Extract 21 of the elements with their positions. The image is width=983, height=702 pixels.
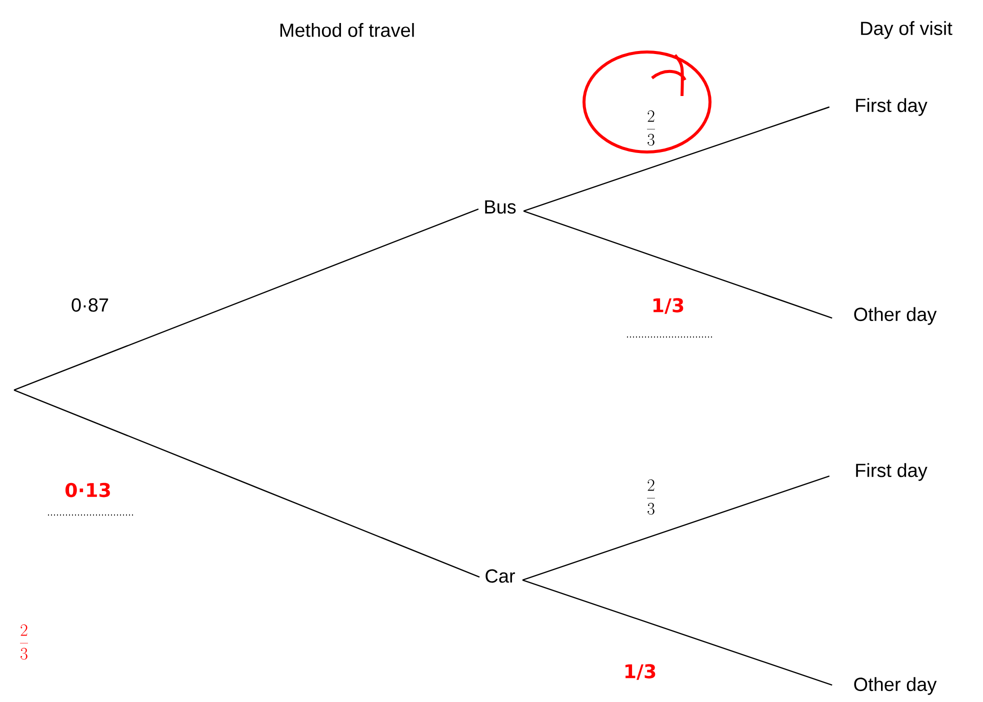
branch-label: Other day <box>854 677 937 695</box>
edge-label: 0·13 <box>65 482 110 498</box>
edge-label: $\frac{2}{3}$ <box>647 110 655 146</box>
handwritten-note: $\frac{2}{3}$ <box>20 624 28 660</box>
branch-label: Bus <box>485 200 516 214</box>
branch-line <box>522 475 830 581</box>
branch-line <box>522 579 832 686</box>
branch-label: First day <box>856 463 928 481</box>
branch-label: Car <box>486 569 515 583</box>
branch-line <box>14 389 480 578</box>
column-heading: Method of travel <box>280 23 414 37</box>
edge-label: 1/3 <box>653 298 684 314</box>
branch-line <box>523 106 830 212</box>
branch-line <box>14 208 479 391</box>
branch-label: First day <box>856 98 928 116</box>
branch-line <box>523 210 832 319</box>
edge-label: 0·87 <box>72 298 108 312</box>
branch-label: Other day <box>854 307 937 325</box>
column-heading: Day of visit <box>861 21 952 39</box>
edge-label: $\frac{2}{3}$ <box>647 479 655 515</box>
edge-label: 1/3 <box>625 664 656 680</box>
